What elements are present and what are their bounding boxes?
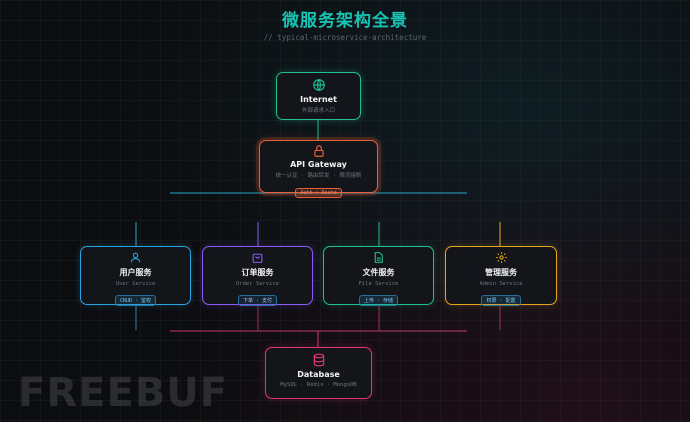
service-node-order[interactable]: 订单服务 Order Service 下单 · 支付 <box>202 246 313 306</box>
gateway-node[interactable]: API Gateway 统一认证 · 路由转发 · 限流熔断 Auth + Ro… <box>259 140 378 198</box>
service-name-admin: 管理服务 <box>485 268 517 277</box>
service-tag-order: 下单 · 支付 <box>237 295 278 306</box>
internet-node[interactable]: Internet 外部请求入口 <box>276 72 361 120</box>
lock-icon <box>313 145 324 157</box>
diagram-subtitle: // typical-microservice-architecture <box>263 33 427 42</box>
database-icon <box>313 353 324 367</box>
service-desc-admin: Admin Service <box>479 281 523 287</box>
globe-icon <box>312 79 325 91</box>
service-node-admin[interactable]: 管理服务 Admin Service 权限 · 配置 <box>445 246 557 306</box>
database-desc: MySQL · Redis · MongoDB <box>280 382 357 388</box>
internet-label: Internet <box>300 95 337 104</box>
service-tag-file: 上传 · 存储 <box>358 295 399 306</box>
service-desc-order: Order Service <box>235 281 280 287</box>
service-tag-user: CRUD · 鉴权 <box>114 295 157 306</box>
service-tag-admin: 权限 · 配置 <box>481 295 521 306</box>
service-node-user[interactable]: 用户服务 User Service CRUD · 鉴权 <box>80 246 191 306</box>
gateway-tag: Auth + Route <box>295 188 342 198</box>
user-icon <box>130 252 141 263</box>
service-name-file: 文件服务 <box>362 268 395 277</box>
gateway-desc: 统一认证 · 路由转发 · 限流熔断 <box>275 173 362 179</box>
gear-icon <box>495 252 507 263</box>
internet-desc: 外部请求入口 <box>301 108 335 114</box>
service-desc-file: File Service <box>358 281 399 287</box>
file-icon <box>374 252 383 263</box>
service-desc-user: User Service <box>115 281 156 287</box>
diagram-title: 微服务架构全景 <box>282 11 408 31</box>
database-label: Database <box>297 370 340 379</box>
service-name-order: 订单服务 <box>241 268 274 277</box>
watermark-logo: FREEBUF <box>18 370 229 416</box>
service-node-file[interactable]: 文件服务 File Service 上传 · 存储 <box>323 246 434 306</box>
service-name-user: 用户服务 <box>119 268 152 277</box>
shopping-bag-icon <box>252 253 263 263</box>
database-node[interactable]: Database MySQL · Redis · MongoDB <box>265 347 372 399</box>
gateway-label: API Gateway <box>290 160 347 169</box>
